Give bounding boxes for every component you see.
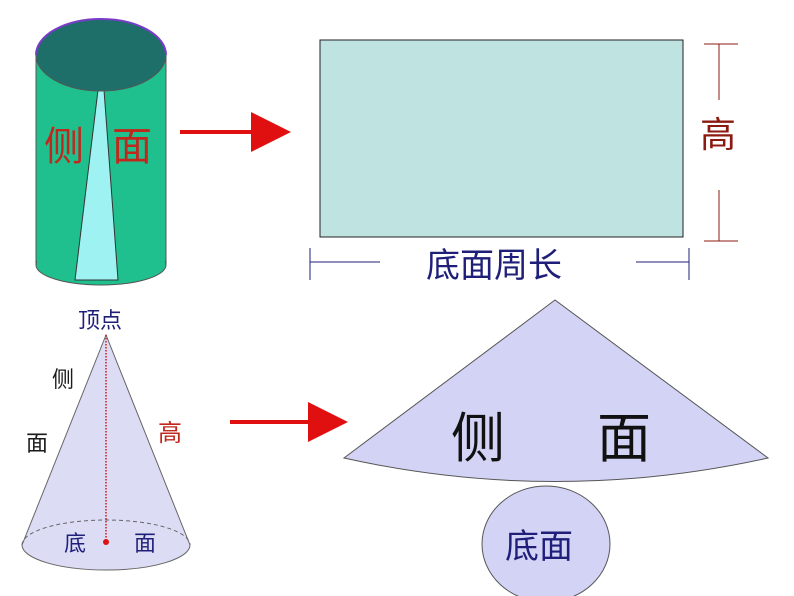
cylinder [35,18,167,286]
cone-net-base-label: 底面 [505,527,573,567]
cone [21,333,191,571]
cone-base-center [103,539,109,545]
cone-base-label-right: 面 [134,532,157,557]
cone-side-label-top: 侧 [52,368,75,393]
cone-apex-label: 顶点 [78,309,123,334]
cylinder-side-label-left: 侧 [44,124,84,170]
unrolled-rectangle [319,39,684,238]
cylinder-side-label-right: 面 [112,124,152,170]
cone-base-back [21,519,191,546]
cone-net-base-circle [481,485,611,596]
height-dimension [704,43,738,242]
cone-side-label-bottom: 面 [26,432,49,457]
cylinder-top-rim [35,18,167,56]
width-dimension [309,248,690,280]
rectangle-width-label: 底面周长 [426,246,562,286]
cone-net-sector [342,299,770,482]
cone-net-sector-label-right: 面 [597,407,651,470]
cone-height-label: 高 [158,419,182,447]
rectangle-height-label: 高 [700,115,737,156]
cone-net-sector-label-left: 侧 [451,407,505,470]
cone-base-label-left: 底 [64,532,87,557]
